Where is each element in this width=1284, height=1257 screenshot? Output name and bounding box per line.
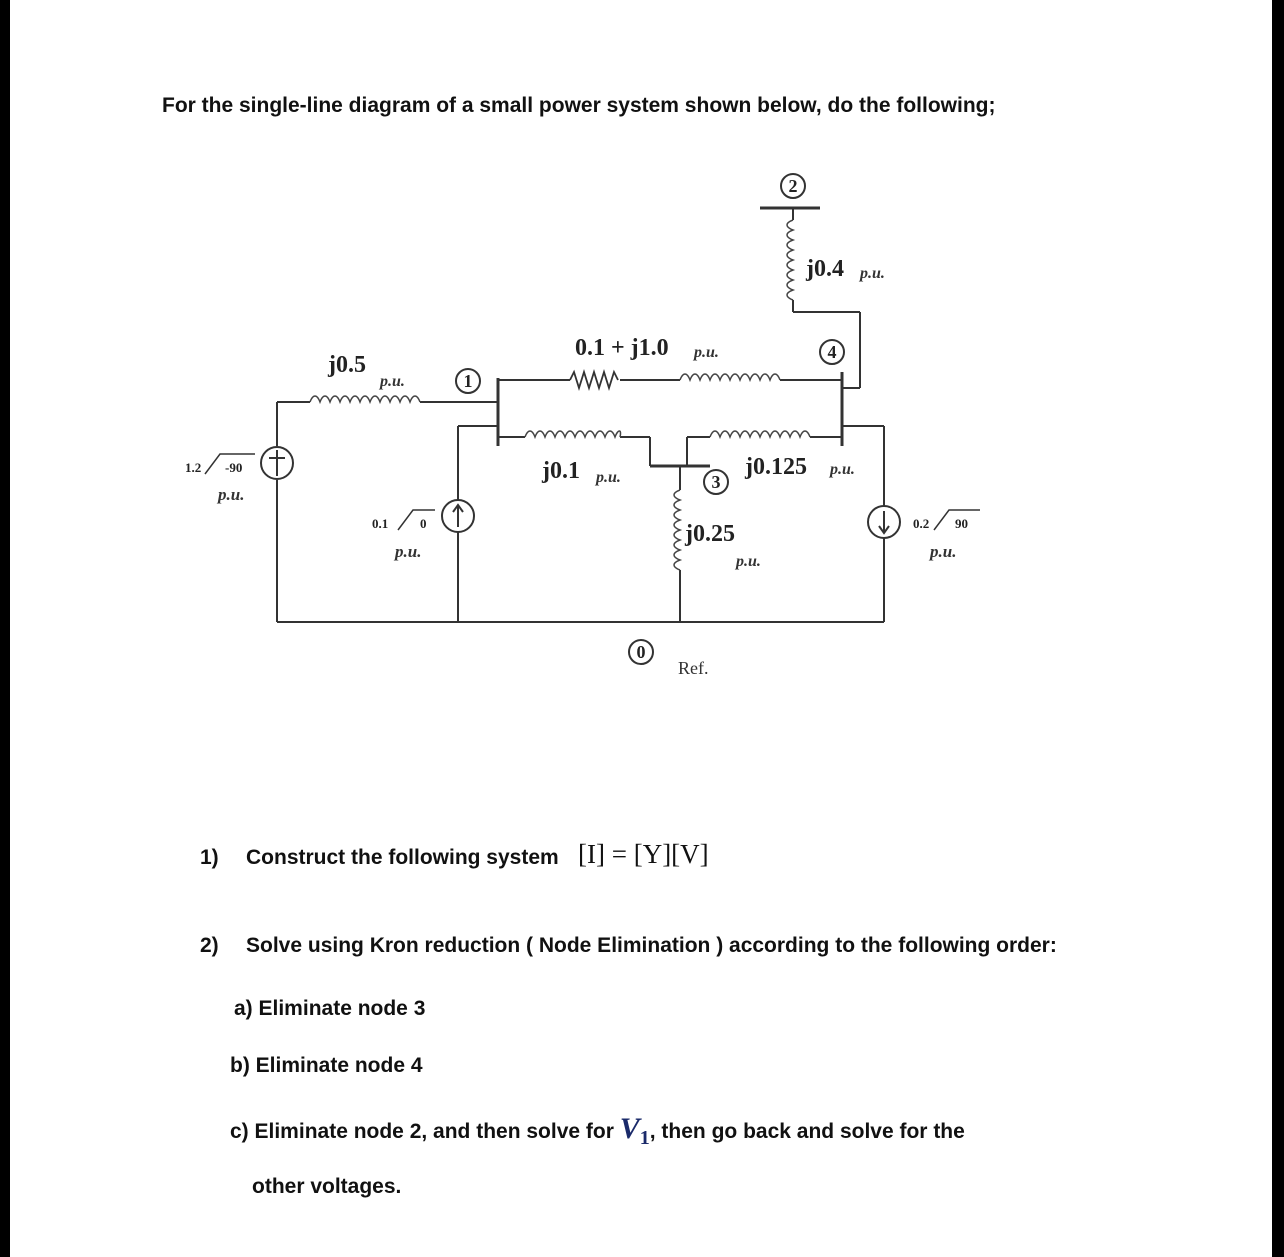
angle-left-icon	[204, 453, 255, 475]
inductor-j0.5	[309, 395, 421, 405]
z24-unit: p.u.	[858, 265, 885, 282]
task-1-number: 1)	[200, 846, 219, 869]
inductor-j0.4	[786, 219, 796, 301]
task-2-text: Solve using Kron reduction ( Node Elimin…	[246, 934, 1057, 957]
src-mid-mag: 0.1	[372, 516, 388, 531]
src-right-ang: 90	[955, 516, 968, 531]
node-0-label: 0	[637, 642, 646, 662]
node-3-circle	[703, 469, 729, 495]
node-4-circle	[819, 339, 845, 365]
document-page: For the single-line diagram of a small p…	[10, 0, 1272, 1257]
src-right-unit: p.u.	[928, 542, 956, 561]
task-2c-line2: other voltages.	[252, 1175, 402, 1198]
task-1-text: Construct the following system	[246, 846, 559, 869]
angle-mid-icon	[397, 509, 435, 531]
single-line-diagram: 1 2 3 4 0 Ref. j0.5 0.1 + j1.0 j0.1 j0.1…	[185, 173, 980, 678]
task-1-equation: [I] = [Y][V]	[578, 839, 709, 869]
task-2b: b) Eliminate node 4	[230, 1054, 423, 1077]
node-1-circle	[455, 368, 481, 394]
task-2c-sub: 1	[639, 1127, 650, 1149]
inductor-j0.125	[709, 430, 811, 440]
src-mid-ang: 0	[420, 516, 427, 531]
z34-label: j0.125	[744, 454, 807, 480]
z24-label: j0.4	[805, 256, 844, 282]
z10-unit: p.u.	[378, 373, 405, 390]
task-2a: a) Eliminate node 3	[234, 997, 426, 1020]
task-2c: c) Eliminate node 2, and then solve for …	[230, 1112, 965, 1149]
z10-label: j0.5	[327, 352, 366, 378]
src-right-mag: 0.2	[913, 516, 929, 531]
z30-label: j0.25	[684, 521, 735, 547]
z12-label: 0.1 + j1.0	[575, 335, 669, 361]
inductor-j1.0	[679, 373, 781, 383]
node-2-circle	[780, 173, 806, 199]
z34-unit: p.u.	[828, 461, 855, 478]
z12-unit: p.u.	[692, 344, 719, 361]
node-4-label: 4	[828, 342, 837, 362]
ref-label: Ref.	[678, 658, 709, 678]
src-mid-unit: p.u.	[393, 542, 421, 561]
resistor-0.1	[569, 368, 619, 392]
inductor-j0.1	[524, 430, 622, 440]
task-2c-pre: c) Eliminate node 2, and then solve for	[230, 1120, 614, 1143]
node-3-label: 3	[712, 472, 721, 492]
z13-unit: p.u.	[594, 469, 621, 486]
angle-right-icon	[933, 509, 980, 531]
src-left-ang: -90	[225, 460, 242, 475]
node-2-label: 2	[789, 176, 798, 196]
z30-unit: p.u.	[734, 553, 761, 570]
inductor-j0.25	[673, 489, 683, 571]
task-2c-post: , then go back and solve for the	[649, 1120, 965, 1143]
src-left-unit: p.u.	[216, 485, 244, 504]
task-2-number: 2)	[200, 934, 219, 957]
src-left-mag: 1.2	[185, 460, 201, 475]
z13-label: j0.1	[541, 458, 580, 484]
intro-text: For the single-line diagram of a small p…	[162, 94, 996, 117]
node-0-circle	[628, 639, 654, 665]
task-2c-var: V	[619, 1112, 640, 1145]
node-1-label: 1	[464, 371, 473, 391]
